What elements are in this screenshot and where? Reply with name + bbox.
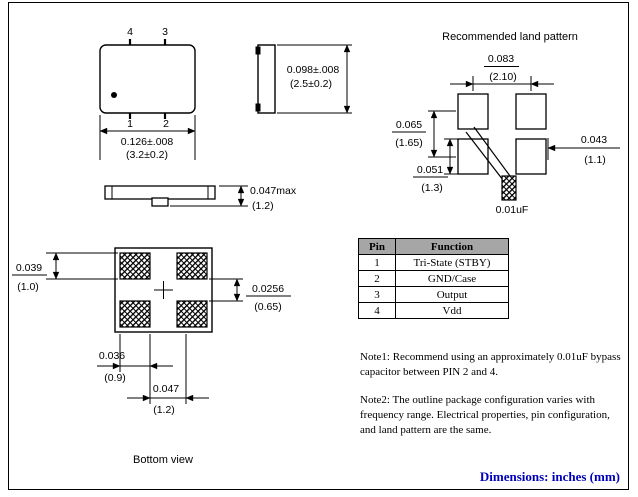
pin-label-1: 1 [127, 118, 133, 130]
dim-pitch-y-mm: (1.65) [395, 137, 422, 149]
package-side-profile: 0.047max (1.2) [104, 185, 297, 212]
land-pad-bottom-left [457, 138, 489, 175]
bottom-pad-2 [176, 300, 208, 328]
pin-function-cell: Tri-State (STBY) [395, 254, 509, 271]
capacitor-symbol [501, 175, 517, 201]
table-row: 2 GND/Case [358, 270, 509, 287]
dim-width-mm: (3.2±0.2) [126, 149, 168, 161]
dim-pitch-x-mm: (2.10) [489, 71, 516, 83]
dim-pad-height-mm: (1.3) [421, 182, 443, 194]
bottom-view-caption: Bottom view [133, 454, 193, 466]
bottom-pad-1 [119, 300, 151, 328]
table-row: 4 Vdd [358, 302, 509, 319]
capacitor-label: 0.01uF [496, 204, 529, 216]
capacitor-trace-2 [473, 126, 511, 177]
note-1: Note1: Recommend using an approximately … [360, 351, 621, 378]
crystal-center-pad [151, 197, 169, 207]
pin-label-3: 3 [162, 26, 168, 38]
dim-bv-bottom1-inches: 0.036 [99, 350, 125, 362]
table-row: 1 Tri-State (STBY) [358, 254, 509, 271]
package-side-view: 0.098±.008 (2.5±0.2) [255, 44, 352, 114]
dim-bv-right-mm: (0.65) [254, 301, 281, 313]
pin-number-cell: 1 [358, 254, 396, 271]
capacitor-trace-1 [465, 131, 504, 181]
dim-bv-bottom2-mm: (1.2) [153, 404, 175, 416]
dim-max-height-mm: (1.2) [252, 200, 274, 212]
dim-bv-left-mm: (1.0) [17, 281, 39, 293]
dim-height-inches: 0.098±.008 [287, 64, 340, 76]
package-bottom-view: 0.039 (1.0) 0.0256 (0.65) 0.036 (0.9) [12, 247, 291, 466]
dim-max-height-inches: 0.047max [250, 185, 297, 197]
page-border [8, 2, 629, 490]
pin-function-cell: GND/Case [395, 270, 509, 287]
bottom-pad-4 [119, 252, 151, 280]
pin-function-cell: Vdd [395, 302, 509, 319]
pin-label-4: 4 [127, 26, 133, 38]
pin-function-cell: Output [395, 286, 509, 303]
land-pad-top-right [515, 93, 547, 130]
bottom-pad-3 [176, 252, 208, 280]
dim-pad-width-mm: (1.1) [584, 154, 606, 166]
table-row: 3 Output [358, 286, 509, 303]
dim-pitch-y-inches: 0.065 [396, 119, 422, 131]
dimensions-units-label: Dimensions: inches (mm) [479, 469, 620, 484]
col-header-function: Function [395, 238, 509, 255]
package-top-view: 4 3 1 2 0.126±.008 (3.2±0.2) [99, 26, 196, 161]
land-pattern-title: Recommended land pattern [442, 31, 578, 43]
dim-pad-height-inches: 0.051 [417, 164, 443, 176]
land-pad-top-left [457, 93, 489, 130]
dim-pad-width-inches: 0.043 [581, 134, 607, 146]
pin1-marker-dot [111, 92, 117, 98]
pin-label-2: 2 [163, 118, 169, 130]
pin-number-cell: 2 [358, 270, 396, 287]
land-pattern: Recommended land pattern 0.083 (2.10) 0.… [392, 31, 620, 216]
dim-bv-right-inches: 0.0256 [252, 283, 284, 295]
dim-bv-bottom1-mm: (0.9) [104, 372, 126, 384]
pin-function-table: Pin Function 1 Tri-State (STBY) 2 GND/Ca… [358, 238, 509, 319]
dim-width-inches: 0.126±.008 [121, 136, 174, 148]
table-header-row: Pin Function [358, 238, 509, 255]
side-pad-bottom [255, 103, 261, 112]
dim-pitch-x-inches: 0.083 [488, 53, 514, 65]
dim-height-mm: (2.5±0.2) [290, 78, 332, 90]
col-header-pin: Pin [358, 238, 396, 255]
side-pad-top [255, 46, 261, 55]
land-pad-bottom-right [515, 138, 547, 175]
pin-number-cell: 3 [358, 286, 396, 303]
note-2: Note2: The outline package configuration… [360, 394, 610, 436]
dim-bv-left-inches: 0.039 [16, 262, 42, 274]
dim-bv-bottom2-inches: 0.047 [153, 383, 179, 395]
pin-number-cell: 4 [358, 302, 396, 319]
